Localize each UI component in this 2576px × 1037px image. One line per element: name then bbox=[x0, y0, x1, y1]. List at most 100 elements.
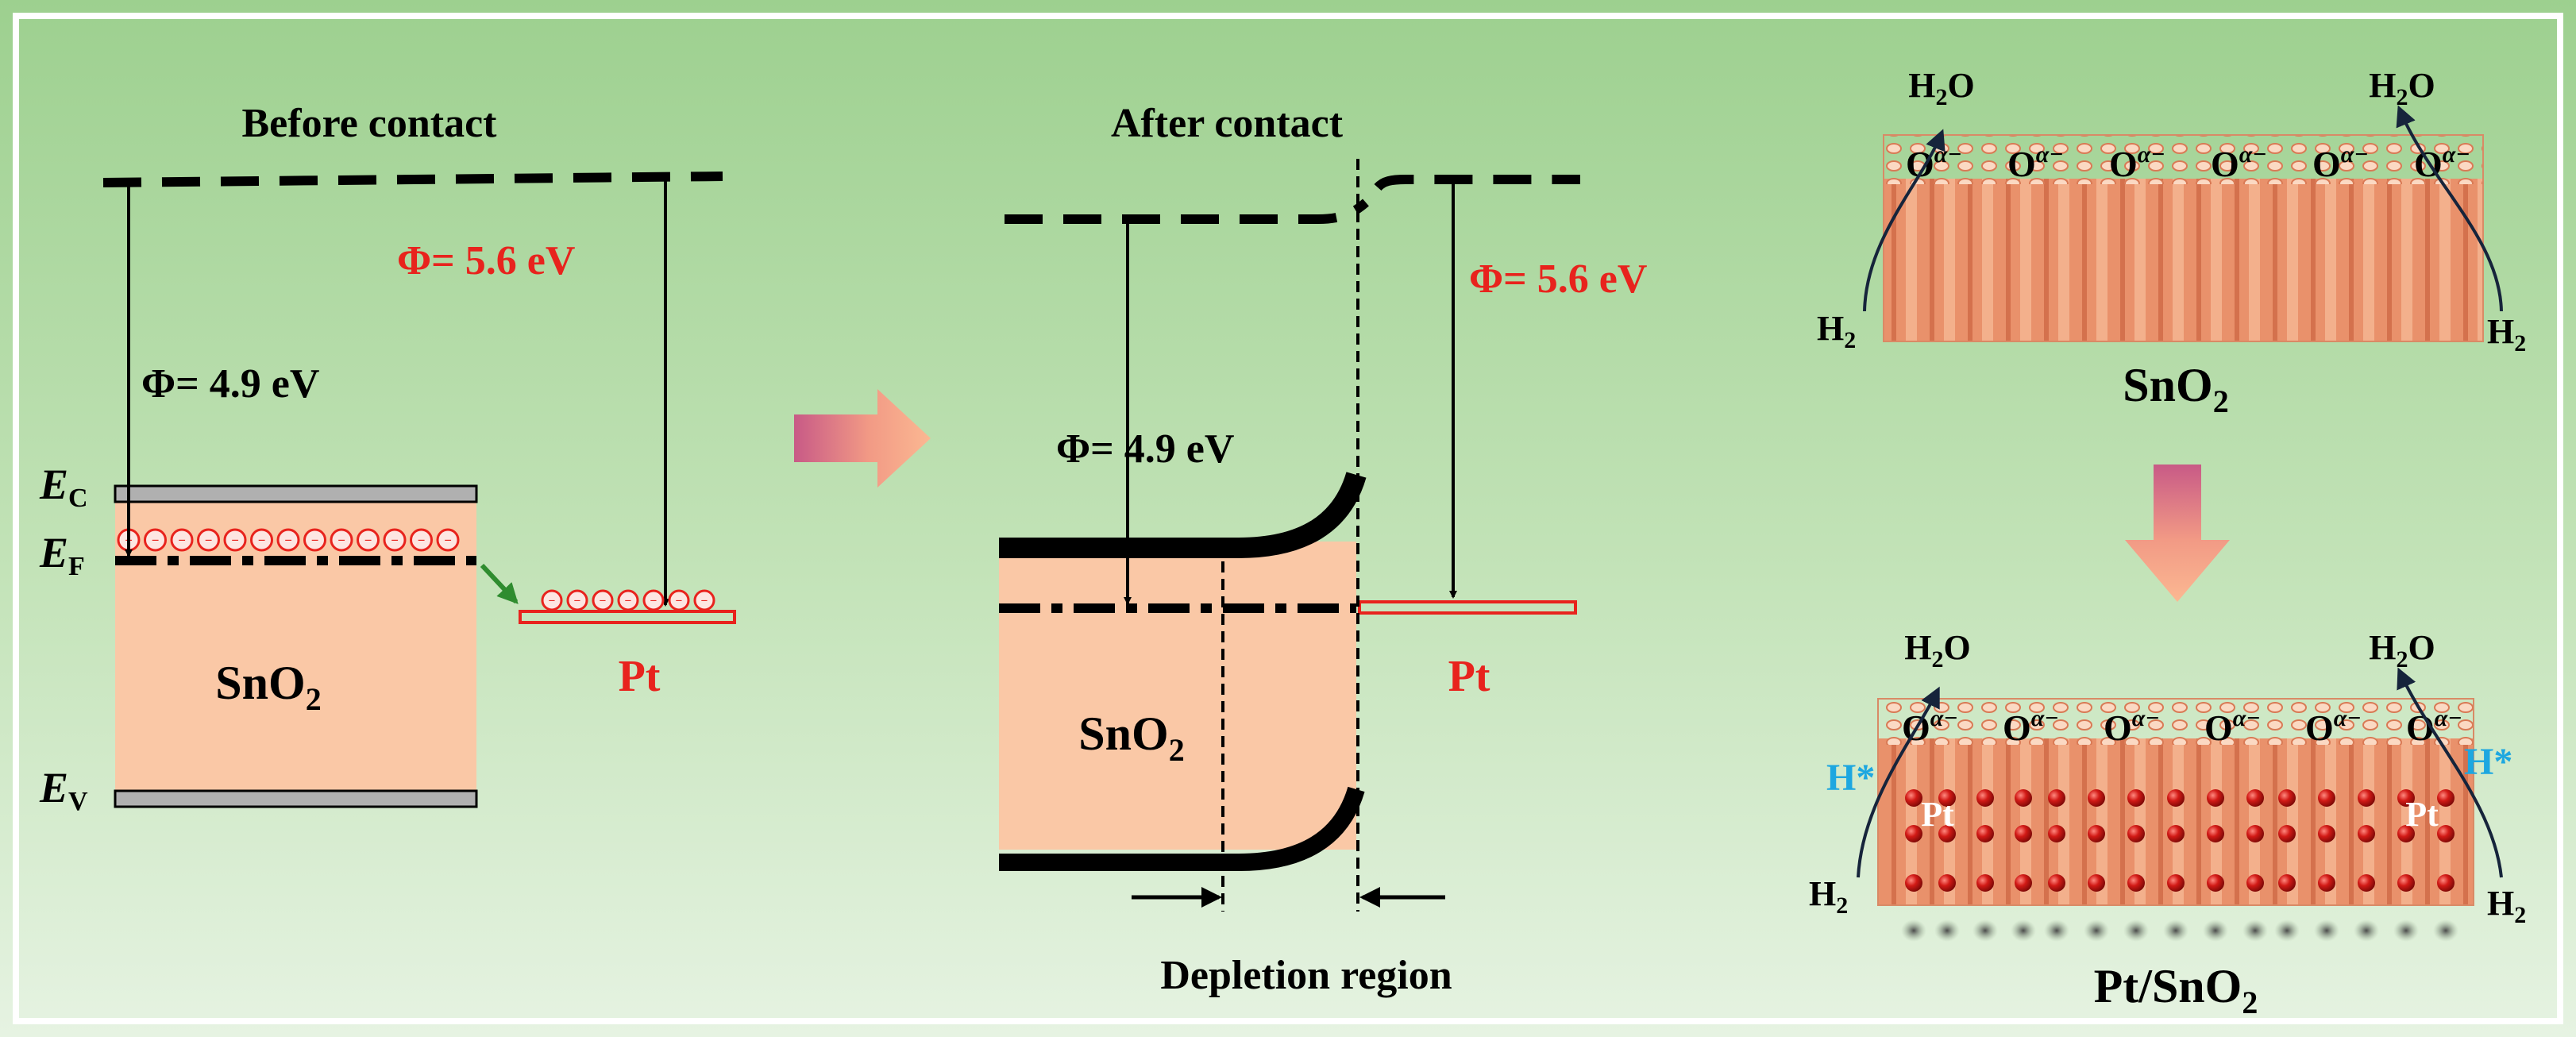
pt-nanoparticle bbox=[1976, 825, 1994, 842]
pt-nanoparticle bbox=[1976, 874, 1994, 892]
pt-nanoparticle bbox=[2015, 789, 2032, 807]
subsurface-blob bbox=[2393, 919, 2419, 942]
reaction-arrow-top-left bbox=[1863, 129, 1945, 312]
h2o-label-top-right: H2O bbox=[2369, 66, 2435, 110]
h2-label-bottom-left: H2 bbox=[1809, 874, 1848, 919]
pt-nanoparticle bbox=[2437, 874, 2455, 892]
transition-arrow-right bbox=[794, 389, 931, 488]
oxygen-site-label: Oα− bbox=[2003, 705, 2059, 748]
electron-pt: − bbox=[642, 589, 665, 611]
oxygen-site-label: Oα− bbox=[1902, 705, 1958, 748]
electron-sno2: − bbox=[330, 528, 353, 552]
phi-sno2-label-before: Φ= 4.9 eV bbox=[141, 361, 319, 407]
pt-nanoparticle bbox=[2207, 789, 2224, 807]
subsurface-blur-row bbox=[1901, 919, 2458, 942]
h2o-label-bottom-right: H2O bbox=[2369, 628, 2435, 673]
svg-text:−: − bbox=[311, 533, 319, 548]
pt-nanoparticle bbox=[2127, 789, 2145, 807]
conduction-band-after bbox=[999, 472, 1367, 558]
h2-label-top-right: H2 bbox=[2487, 312, 2526, 357]
valence-band-after bbox=[999, 786, 1365, 871]
svg-text:−: − bbox=[152, 533, 160, 548]
conduction-band-before bbox=[114, 484, 478, 503]
oxygen-site-label: Oα− bbox=[2211, 141, 2267, 184]
subsurface-blob bbox=[1972, 919, 1998, 942]
pt-nanoparticle bbox=[2207, 874, 2224, 892]
oxygen-site-label: Oα− bbox=[2109, 141, 2165, 184]
oxygen-site-label: Oα− bbox=[2305, 705, 2362, 748]
electron-sno2: − bbox=[436, 528, 460, 552]
electron-pt: − bbox=[617, 589, 639, 611]
electron-pt: − bbox=[566, 589, 588, 611]
oxygen-site-label: Oα− bbox=[2007, 141, 2064, 184]
pt-sno2-caption: Pt/SnO2 bbox=[2094, 960, 2258, 1020]
svg-text:−: − bbox=[574, 594, 581, 607]
ev-label: EV bbox=[39, 764, 88, 816]
h-star-right: H* bbox=[2464, 741, 2512, 783]
phi-pt-label-after: Φ= 5.6 eV bbox=[1469, 256, 1647, 302]
oxygen-site-label: Oα− bbox=[2204, 705, 2261, 748]
phi-pt-label-before: Φ= 5.6 eV bbox=[397, 238, 575, 283]
svg-text:−: − bbox=[625, 594, 632, 607]
pt-nanoparticle bbox=[2318, 874, 2335, 892]
pt-nanoparticle bbox=[2278, 825, 2296, 842]
sno2-surface-block bbox=[1883, 134, 2484, 342]
h2o-label-top-left: H2O bbox=[1908, 66, 1974, 110]
oxygen-sites-top: Oα−Oα−Oα−Oα−Oα−Oα− bbox=[1906, 141, 2470, 184]
pt-nanoparticle bbox=[2318, 789, 2335, 807]
electron-sno2: − bbox=[170, 528, 194, 552]
reaction-arrow-bottom-left bbox=[1857, 686, 1940, 878]
electron-pt: − bbox=[541, 589, 563, 611]
valence-band-before bbox=[114, 789, 478, 808]
electron-sno2: − bbox=[410, 528, 433, 552]
transition-arrow-down bbox=[2125, 465, 2230, 602]
pt-nanoparticle bbox=[1905, 825, 1922, 842]
svg-text:−: − bbox=[231, 533, 239, 548]
pt-nanoparticle bbox=[2167, 789, 2185, 807]
sno2-caption: SnO2 bbox=[2123, 359, 2228, 419]
pt-nanoparticle bbox=[1905, 789, 1922, 807]
h-star-left: H* bbox=[1826, 757, 1875, 799]
before-title: Before contact bbox=[241, 101, 497, 146]
electron-row-sno2: −−−−−−−−−−−−− bbox=[117, 528, 460, 552]
electron-transfer-arrow bbox=[480, 563, 519, 604]
subsurface-blob bbox=[2274, 919, 2300, 942]
pt-label-right: Pt bbox=[2405, 795, 2439, 834]
svg-text:−: − bbox=[418, 533, 426, 548]
ef-label: EF bbox=[39, 529, 85, 581]
oxygen-site-label: Oα− bbox=[2312, 141, 2369, 184]
svg-text:−: − bbox=[650, 594, 657, 607]
pt-nanoparticle bbox=[1938, 789, 1956, 807]
sno2-block-after bbox=[999, 542, 1356, 850]
svg-text:−: − bbox=[205, 533, 213, 548]
pt-nanoparticle bbox=[1905, 874, 1922, 892]
subsurface-blob bbox=[2084, 919, 2109, 942]
outer-frame bbox=[13, 13, 2563, 1024]
pt-nanoparticle bbox=[2015, 825, 2032, 842]
h2-label-top-left: H2 bbox=[1817, 309, 1856, 353]
pt-nanoparticle bbox=[2167, 825, 2185, 842]
pt-nanoparticle bbox=[2246, 874, 2264, 892]
subsurface-blob bbox=[2123, 919, 2149, 942]
electron-sno2: − bbox=[144, 528, 167, 552]
pt-nanoparticle bbox=[1938, 874, 1956, 892]
reaction-arrow-top-right bbox=[2396, 105, 2503, 312]
sno2-label-after: SnO2 bbox=[1078, 707, 1184, 768]
electron-sno2: − bbox=[250, 528, 273, 552]
electron-sno2: − bbox=[357, 528, 380, 552]
electron-sno2: − bbox=[197, 528, 220, 552]
subsurface-blob bbox=[2242, 919, 2268, 942]
h2o-label-bottom-left: H2O bbox=[1904, 628, 1970, 673]
panel-after-contact: After contact Pt Φ= 4.9 eV Φ= 5.6 eV SnO… bbox=[999, 101, 1647, 998]
pt-nanoparticle bbox=[2397, 874, 2415, 892]
svg-text:−: − bbox=[337, 533, 345, 548]
svg-text:−: − bbox=[391, 533, 399, 548]
pt-nanoparticle bbox=[2088, 874, 2105, 892]
pt-nanoparticle bbox=[2127, 825, 2145, 842]
subsurface-blob bbox=[2314, 919, 2339, 942]
electron-sno2: − bbox=[303, 528, 326, 552]
pt-nanoparticle bbox=[2167, 874, 2185, 892]
pt-nanoparticle bbox=[2246, 825, 2264, 842]
subsurface-blob bbox=[2354, 919, 2379, 942]
